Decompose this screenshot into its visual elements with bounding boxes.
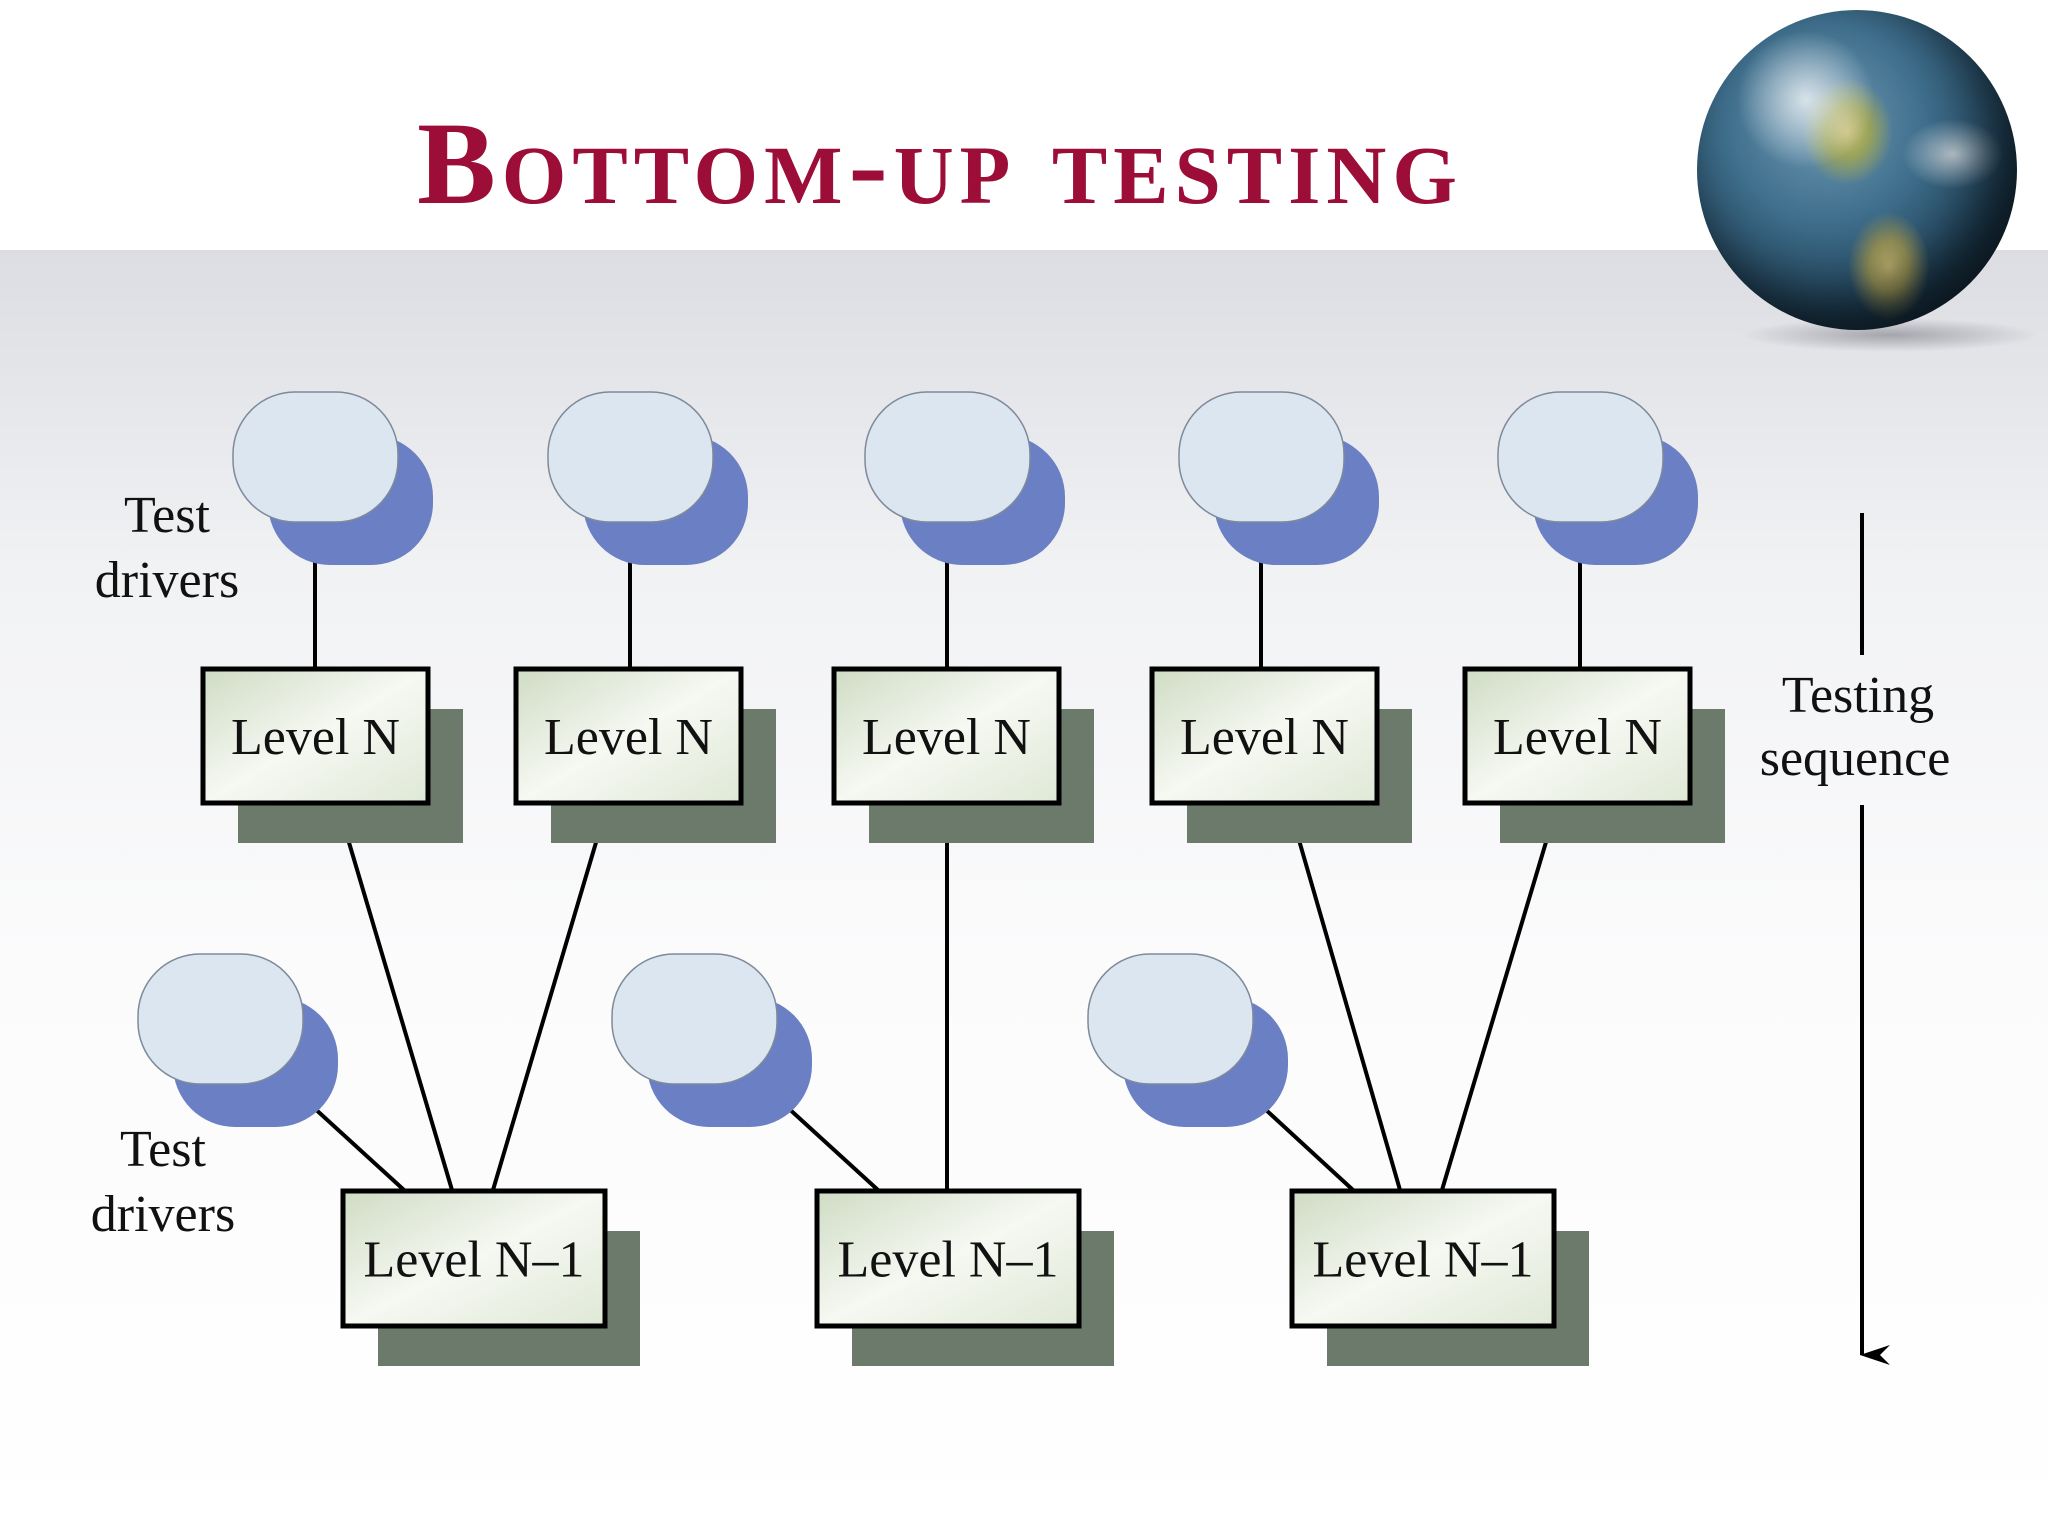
lower-driver-1-ellipse xyxy=(137,953,304,1085)
sequence-label-line2: sequence xyxy=(1760,730,1951,787)
sequence-label-line1: Testing xyxy=(1782,667,1934,724)
lower-driver-3 xyxy=(1087,953,1288,1127)
top-driver-3-ellipse xyxy=(864,391,1031,523)
connector-level-n-5-to-group-3 xyxy=(1440,801,1560,1191)
top-driver-4 xyxy=(1178,391,1379,565)
level-n1-box-2-label: Level N–1 xyxy=(838,1232,1059,1289)
lower-driver-2 xyxy=(611,953,812,1127)
lower-driver-3-ellipse xyxy=(1087,953,1254,1085)
level-n-box-3-frame xyxy=(831,666,1062,806)
level-n-box-2: Level N xyxy=(513,666,776,843)
lower-driver-2-ellipse xyxy=(611,953,778,1085)
connector-level-n-2-to-group-1 xyxy=(491,801,610,1191)
connectors xyxy=(276,520,1582,1192)
level-n-box-3-label: Level N xyxy=(862,709,1031,766)
level-n-box-5-frame xyxy=(1462,666,1693,806)
connector-level-n-4-to-group-3 xyxy=(1286,801,1402,1191)
level-n-box-4-frame xyxy=(1149,666,1380,806)
slide-title: Bottom-up testing xyxy=(417,98,1463,229)
level-n1-box-1-frame xyxy=(340,1188,608,1329)
level-n-box-5: Level N xyxy=(1462,666,1725,843)
globe-image xyxy=(1697,10,2017,330)
level-n1-box-1-label: Level N–1 xyxy=(364,1232,585,1289)
top-driver-1-ellipse xyxy=(232,391,399,523)
top-driver-2 xyxy=(547,391,748,565)
level-n-box-4-label: Level N xyxy=(1180,709,1349,766)
level-n-box-3: Level N xyxy=(831,666,1094,843)
lower-driver-label-line2: drivers xyxy=(91,1186,235,1243)
upper-driver-label-line2: drivers xyxy=(95,552,239,609)
top-driver-3 xyxy=(864,391,1065,565)
level-n-box-2-label: Level N xyxy=(544,709,713,766)
top-driver-5-ellipse xyxy=(1497,391,1664,523)
level-n1-box-2-frame xyxy=(814,1188,1082,1329)
level-n1-box-3-label: Level N–1 xyxy=(1313,1232,1534,1289)
level-boxes: Level N Level N Level N Level N Level N Level… xyxy=(200,666,1725,1366)
level-n-box-5-label: Level N xyxy=(1493,709,1662,766)
test-drivers xyxy=(137,391,1698,1127)
top-driver-5 xyxy=(1497,391,1698,565)
level-n1-box-3-frame xyxy=(1289,1188,1557,1329)
upper-driver-label-line1: Test xyxy=(124,487,210,544)
connector-level-n-1-to-group-1 xyxy=(335,801,454,1191)
level-n1-box-2: Level N–1 xyxy=(814,1188,1114,1366)
level-n-box-1: Level N xyxy=(200,666,463,843)
lower-driver-1 xyxy=(137,953,338,1127)
level-n1-box-1: Level N–1 xyxy=(340,1188,640,1366)
level-n1-box-3: Level N–1 xyxy=(1289,1188,1589,1366)
top-driver-2-ellipse xyxy=(547,391,714,523)
top-driver-4-ellipse xyxy=(1178,391,1345,523)
lower-driver-label-line1: Test xyxy=(120,1121,206,1178)
level-n-box-2-frame xyxy=(513,666,744,806)
level-n-box-1-frame xyxy=(200,666,431,806)
level-n-box-1-label: Level N xyxy=(231,709,400,766)
level-n-box-4: Level N xyxy=(1149,666,1412,843)
top-driver-1 xyxy=(232,391,433,565)
